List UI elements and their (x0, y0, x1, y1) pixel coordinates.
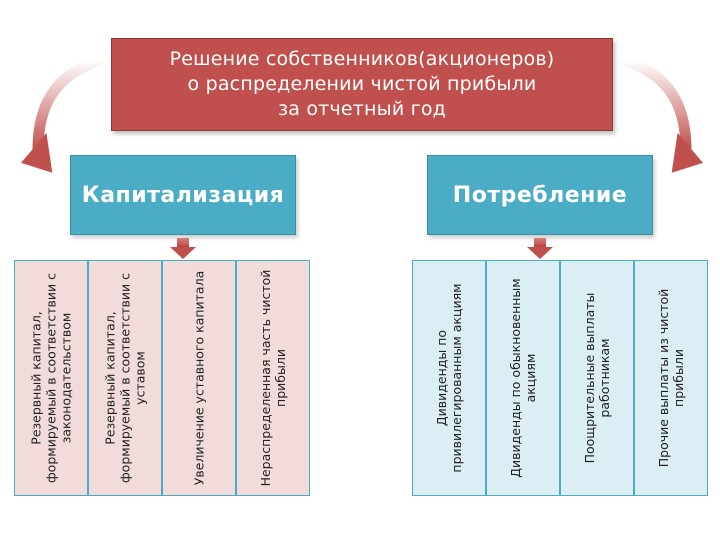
decision-title: Решение собственников(акционеров) о расп… (170, 47, 555, 122)
consumption-box: Потребление (427, 155, 653, 235)
capitalization-items: Резервный капитал, формируемый в соответ… (14, 260, 310, 496)
capitalization-item: Нераспределенная часть чистой прибыли (236, 260, 310, 496)
left-curved-arrow-icon (21, 54, 106, 173)
capitalization-item-label: Увеличение уставного капитала (191, 270, 207, 486)
consumption-item-label: Дивиденды по привилегированным акциям (434, 283, 464, 473)
capitalization-item: Увеличение уставного капитала (162, 260, 236, 496)
capitalization-item-label: Резервный капитал, формируемый в соответ… (102, 273, 148, 483)
capitalization-item: Резервный капитал, формируемый в соответ… (88, 260, 162, 496)
right-down-arrow-icon (527, 238, 553, 259)
capitalization-item: Резервный капитал, формируемый в соответ… (14, 260, 88, 496)
consumption-item: Дивиденды по привилегированным акциям (412, 260, 486, 496)
capitalization-box: Капитализация (70, 155, 296, 235)
consumption-item: Прочие выплаты из чистой прибыли (634, 260, 708, 496)
decision-line-2: о распределении чистой прибыли (187, 73, 537, 95)
capitalization-item-label: Нераспределенная часть чистой прибыли (258, 269, 288, 487)
consumption-item-label: Прочие выплаты из чистой прибыли (656, 288, 686, 468)
decision-line-3: за отчетный год (277, 98, 446, 120)
consumption-item-label: Поощрительные выплаты работникам (582, 292, 612, 464)
right-curved-arrow-icon (618, 54, 703, 173)
consumption-item: Дивиденды по обыкновенным акциям (486, 260, 560, 496)
consumption-item: Поощрительные выплаты работникам (560, 260, 634, 496)
capitalization-item-label: Резервный капитал, формируемый в соответ… (28, 273, 74, 483)
decision-line-1: Решение собственников(акционеров) (169, 48, 555, 70)
decision-box: Решение собственников(акционеров) о расп… (111, 38, 613, 131)
left-down-arrow-icon (170, 238, 196, 259)
consumption-title: Потребление (452, 182, 628, 208)
consumption-items: Дивиденды по привилегированным акциям Ди… (412, 260, 708, 496)
capitalization-title: Капитализация (81, 182, 285, 208)
consumption-item-label: Дивиденды по обыкновенным акциям (508, 278, 538, 478)
